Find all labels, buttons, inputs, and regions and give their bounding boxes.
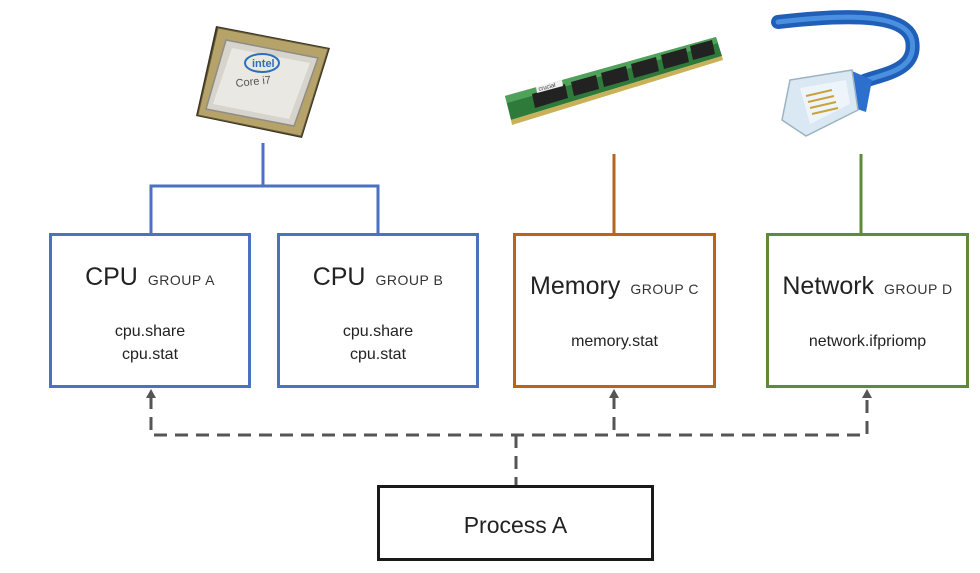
arrowhead-group-c	[609, 389, 619, 398]
file-item: cpu.stat	[349, 346, 407, 363]
cgroup-box-d: Network GROUP D network.ifpriomp	[766, 233, 969, 388]
cpu-connector	[149, 143, 265, 234]
group-label: GROUP D	[884, 281, 953, 297]
cpu-model-text: Core i7	[235, 74, 272, 90]
ethernet-cable-icon	[771, 10, 920, 137]
group-title: CPU GROUP B	[280, 263, 476, 292]
group-title: CPU GROUP A	[52, 263, 248, 292]
group-files: cpu.share cpu.stat	[280, 320, 476, 366]
group-files: memory.stat	[516, 330, 713, 353]
group-files: cpu.share cpu.stat	[52, 320, 248, 366]
group-title: Network GROUP D	[769, 272, 966, 301]
resource-name: CPU	[312, 263, 366, 291]
cpu-brand-text: intel	[252, 58, 275, 70]
group-label: GROUP C	[630, 281, 699, 297]
cpu-chip-icon: intel Core i7	[196, 26, 330, 138]
file-item: memory.stat	[571, 333, 658, 350]
cgroup-box-c: Memory GROUP C memory.stat	[513, 233, 716, 388]
file-item: cpu.stat	[121, 346, 179, 363]
file-item: cpu.share	[114, 323, 186, 340]
process-attachment-lines	[149, 396, 869, 486]
process-label: Process A	[463, 512, 568, 538]
process-box: Process A	[377, 485, 654, 561]
group-title: Memory GROUP C	[516, 272, 713, 301]
cgroup-box-a: CPU GROUP A cpu.share cpu.stat	[49, 233, 251, 388]
cpu-connector-b	[263, 184, 380, 234]
cgroup-box-b: CPU GROUP B cpu.share cpu.stat	[277, 233, 479, 388]
ram-brand-text: crucial	[538, 83, 556, 93]
ram-module-icon: crucial	[505, 37, 723, 125]
resource-name: Memory	[530, 272, 621, 300]
resource-name: CPU	[85, 263, 138, 291]
arrowhead-group-a	[146, 389, 156, 398]
file-item: network.ifpriomp	[808, 333, 927, 350]
resource-name: Network	[782, 272, 875, 300]
group-files: network.ifpriomp	[769, 330, 966, 353]
file-item: cpu.share	[342, 323, 414, 340]
arrowhead-group-d	[862, 389, 872, 398]
group-label: GROUP B	[375, 272, 444, 288]
group-label: GROUP A	[147, 272, 215, 288]
